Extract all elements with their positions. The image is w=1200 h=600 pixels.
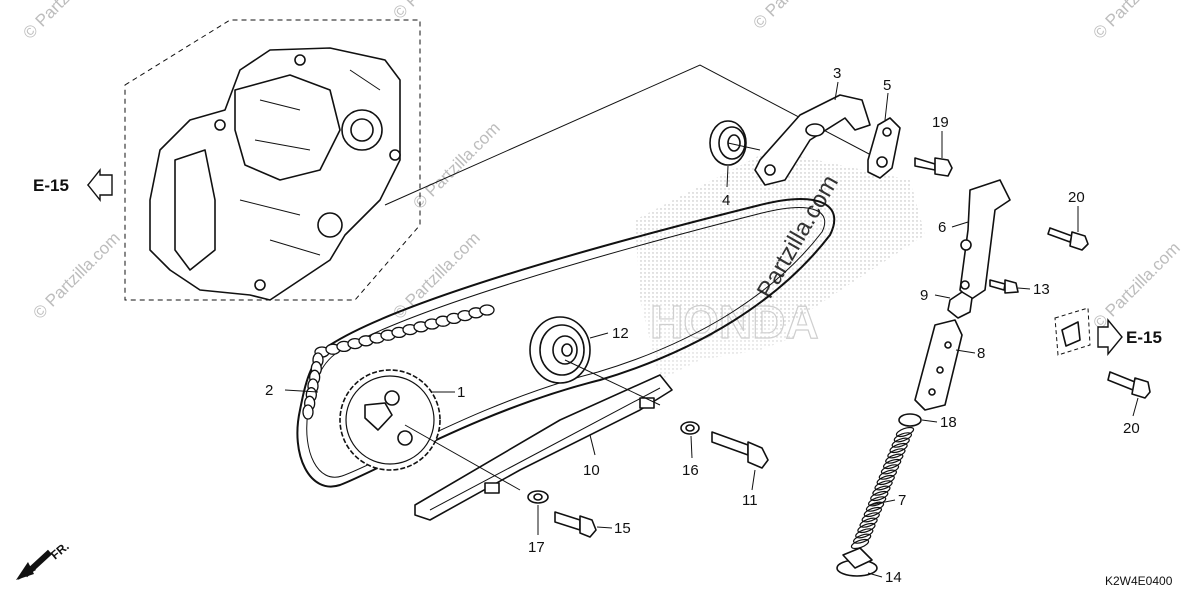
tensioner-spring <box>850 426 915 550</box>
watermark-tl: © Partzilla.com <box>19 0 113 43</box>
callout-9: 9 <box>920 287 928 304</box>
callout-16: 16 <box>682 462 699 479</box>
chain-link <box>302 404 314 420</box>
honda-watermark-logo: HONDA <box>635 150 925 380</box>
callout-leaders <box>284 81 1139 578</box>
tensioner-cap <box>947 291 973 319</box>
callout-3: 3 <box>833 65 841 82</box>
spring-coil <box>874 480 893 491</box>
spring-coil <box>885 453 904 464</box>
callout-7: 7 <box>898 492 906 509</box>
tensioner-lifter <box>914 319 963 411</box>
washer-16 <box>680 421 700 435</box>
spring-coil <box>876 474 895 486</box>
roller-bracket <box>754 94 871 186</box>
gasket <box>1054 307 1091 356</box>
callout-1: 1 <box>457 384 465 401</box>
spring-coil <box>893 432 912 443</box>
callout-17: 17 <box>528 539 545 556</box>
washer-17 <box>527 490 549 504</box>
bolt-13 <box>989 279 1019 294</box>
watermark-t3: © Partzilla.com <box>749 0 843 33</box>
spring-coil <box>868 496 887 507</box>
chain-link <box>479 304 495 316</box>
spring-coil <box>870 490 889 502</box>
spring-coil <box>865 501 885 512</box>
svg-text:HONDA: HONDA <box>650 296 819 348</box>
watermark-c2: © Partzilla.com <box>409 118 503 212</box>
guide-roller <box>529 316 591 384</box>
spring-coil <box>850 538 870 550</box>
spring-coil <box>883 458 902 470</box>
ref-label-left: E-15 <box>33 176 69 195</box>
watermark-ml: © Partzilla.com <box>29 228 123 322</box>
bolt-15 <box>554 511 597 538</box>
chain-tensioner-guide <box>414 374 673 521</box>
spring-coil <box>880 464 900 475</box>
front-label: FR. <box>48 539 72 562</box>
callout-13: 13 <box>1033 281 1050 298</box>
callout-4: 4 <box>722 192 730 209</box>
callout-19: 19 <box>932 114 949 131</box>
callout-11: 11 <box>742 492 758 509</box>
pivot-bolt-11 <box>711 431 769 469</box>
spring-coil <box>878 469 897 480</box>
tensioner-bracket <box>959 179 1011 301</box>
callout-2: 2 <box>265 382 273 399</box>
callout-6: 6 <box>938 219 946 236</box>
spring-coil <box>861 512 880 523</box>
callout-12: 12 <box>612 325 629 342</box>
watermark-mr: © Partzilla.com <box>1089 238 1183 332</box>
spring-coil <box>853 533 872 544</box>
spring-coil <box>889 442 908 454</box>
spring-coil <box>895 426 915 438</box>
crankcase-assembly <box>124 19 421 301</box>
callout-15: 15 <box>614 520 631 537</box>
spring-coil <box>863 506 882 518</box>
watermark-tr: © Partzilla.com <box>1089 0 1183 43</box>
callout-10: 10 <box>583 462 600 479</box>
callout-8: 8 <box>977 345 985 362</box>
callout-labels: 1 2 3 4 5 6 7 8 9 10 11 12 13 14 15 16 1… <box>265 65 1140 586</box>
front-arrow <box>16 549 53 580</box>
watermark-t2: © Partzilla.com <box>389 0 483 23</box>
spring-coil <box>872 485 891 496</box>
callout-20-upper: 20 <box>1068 189 1085 206</box>
assembly-leader <box>384 64 891 206</box>
setting-plate <box>867 117 901 179</box>
sealing-bolt <box>836 547 878 577</box>
ref-arrow-left <box>87 168 113 202</box>
spring-coil <box>859 517 878 528</box>
spring-coil <box>855 528 874 539</box>
spring-coil <box>891 437 910 448</box>
bolt-19 <box>914 157 953 177</box>
ref-arrow-right <box>1097 318 1123 356</box>
circlip <box>898 413 922 427</box>
diagram-code: K2W4E0400 <box>1105 574 1173 588</box>
spring-coil <box>857 522 876 534</box>
ref-label-right: E-15 <box>1126 328 1162 347</box>
spring-coil <box>887 448 906 459</box>
callout-14: 14 <box>885 569 902 586</box>
bolt-20-upper <box>1047 227 1089 251</box>
callout-20-lower: 20 <box>1123 420 1140 437</box>
callout-5: 5 <box>883 77 891 94</box>
callout-18: 18 <box>940 414 957 431</box>
cam-chain <box>296 198 836 488</box>
cam-sprocket <box>339 369 441 471</box>
bolt-20-lower <box>1107 371 1151 399</box>
